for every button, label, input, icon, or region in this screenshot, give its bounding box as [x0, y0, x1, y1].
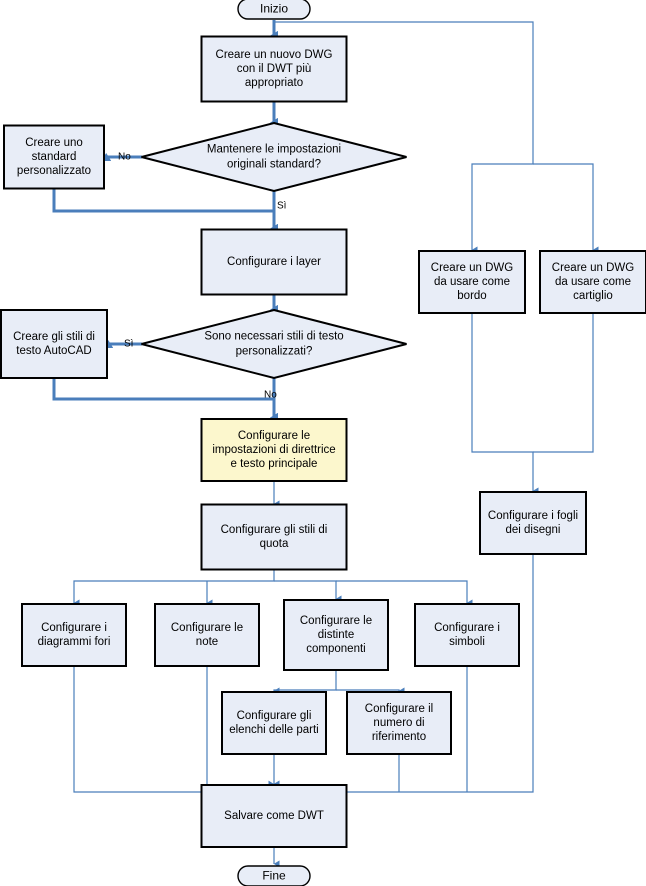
connector-border-to-sheets — [471, 313, 539, 495]
connector-title-to-sheets — [533, 313, 594, 453]
node-end[interactable]: Fine — [237, 865, 311, 886]
process-shape — [414, 603, 520, 667]
decision-shape — [141, 308, 407, 380]
process-shape-highlighted — [200, 418, 348, 482]
node-start[interactable]: Inizio — [237, 0, 311, 20]
connector-sheets-to-save — [274, 554, 534, 793]
edge-label-si-2: Sì — [124, 339, 134, 350]
process-shape — [3, 124, 105, 190]
process-shape — [539, 250, 646, 314]
process-shape — [283, 599, 389, 671]
connector-dimstyles-to-holes — [73, 570, 275, 607]
node-layers[interactable]: Configurare i layer — [200, 228, 348, 296]
process-shape — [200, 503, 348, 571]
connector-start-to-title — [533, 163, 599, 254]
connector-dimstyles-to-symbols — [336, 580, 473, 607]
node-label: Configurare i layer — [227, 256, 321, 268]
node-label: Inizio — [260, 2, 288, 16]
node-save_dwt[interactable]: Salvare come DWT — [200, 784, 348, 848]
process-shape — [346, 691, 452, 755]
connector-dimstyles-to-boms — [274, 580, 342, 603]
connector-boms-to-balloons — [336, 687, 405, 695]
decision-shape — [141, 121, 407, 193]
connector-layer — [52, 20, 599, 868]
process-shape — [418, 250, 526, 314]
terminator-shape — [237, 865, 311, 886]
process-shape — [21, 603, 127, 667]
connector-boms-to-partlists — [273, 670, 337, 695]
edge-label-no-1: No — [118, 152, 131, 163]
connector-custom-to-layers — [52, 189, 278, 234]
process-shape — [479, 491, 587, 555]
terminator-shape — [237, 0, 311, 20]
node-label: Salvare come DWT — [224, 810, 324, 822]
node-label: Fine — [262, 869, 286, 883]
process-shape — [200, 228, 348, 296]
process-shape — [221, 691, 327, 755]
connector-acad-to-leader — [52, 378, 278, 423]
process-shape — [154, 603, 260, 667]
edge-label-si-1: Sì — [277, 201, 287, 212]
process-shape — [200, 35, 348, 103]
process-shape — [200, 784, 348, 848]
process-shape — [0, 309, 108, 379]
edge-label-no-2: No — [264, 390, 277, 401]
